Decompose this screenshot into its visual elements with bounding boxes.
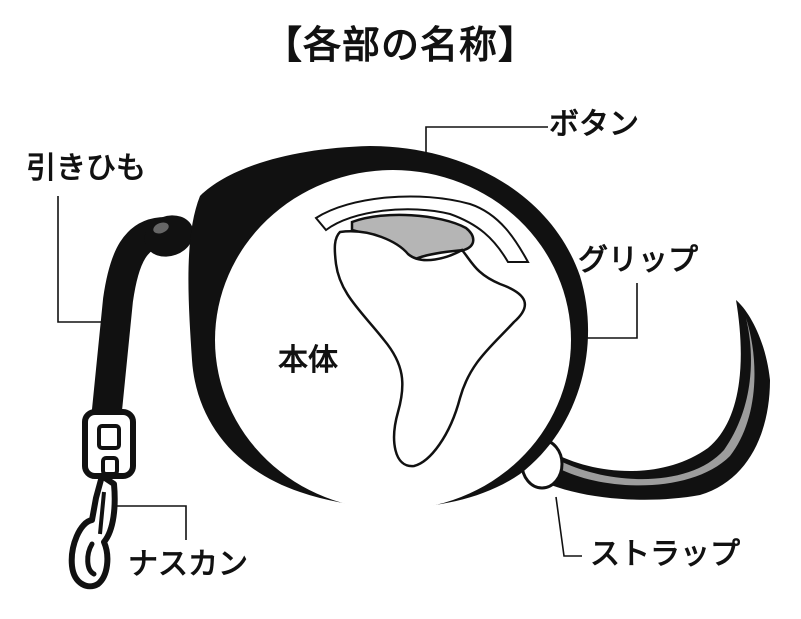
label-grip: グリップ (578, 243, 698, 278)
strap-inner-band (558, 318, 755, 486)
label-strap: ストラップ (590, 537, 740, 572)
leash-leader-line (57, 196, 108, 323)
label-button: ボタン (549, 107, 639, 142)
strap-leader-line (555, 496, 582, 557)
leash-cord (91, 215, 194, 435)
snap-hook-icon (68, 473, 118, 590)
label-snap-hook: ナスカン (128, 547, 248, 582)
grip-cutout (333, 230, 527, 468)
snap-hook-assembly (68, 409, 136, 590)
diagram-title: 【各部の名称】 (263, 23, 537, 67)
snap-hook-leader-line (110, 505, 187, 540)
grip-leader-line (572, 283, 638, 339)
label-leash: 引きひも (26, 151, 146, 186)
main-housing (188, 146, 589, 510)
label-body: 本体 (278, 343, 338, 378)
